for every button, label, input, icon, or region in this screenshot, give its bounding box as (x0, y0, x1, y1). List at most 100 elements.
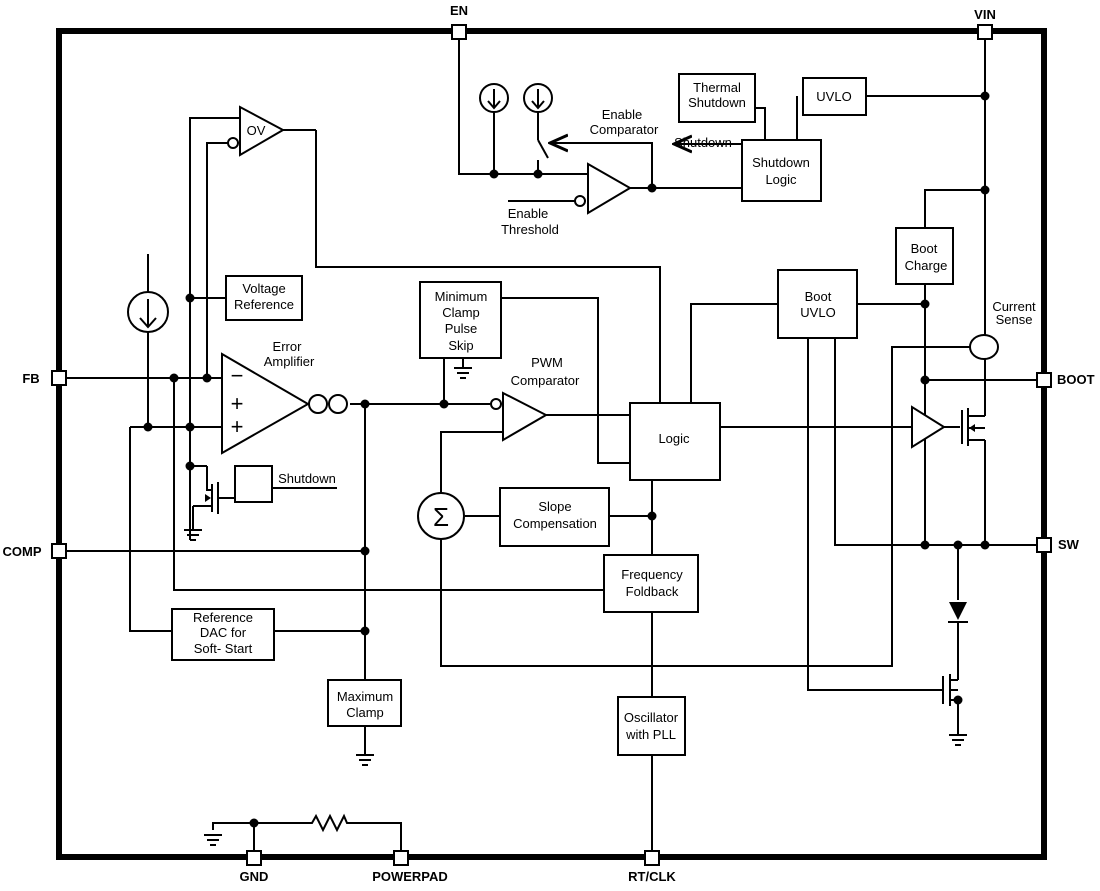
pwm-comparator-label-1: PWM (531, 355, 563, 370)
enable-comparator-symbol (574, 162, 632, 215)
pin-label-comp: COMP (3, 544, 42, 559)
boot-uvlo-label-1: Boot (805, 289, 832, 304)
pin-sw (1036, 537, 1052, 553)
pwm-comparator-symbol (490, 391, 549, 442)
pin-vin (977, 24, 993, 40)
shutdown-logic-label-2: Logic (765, 172, 797, 187)
minimum-clamp-label-4: Skip (448, 338, 473, 353)
current-source-icon (127, 291, 169, 333)
enable-comparator-label-1: Enable (602, 107, 642, 122)
boot-charge-label-1: Boot (911, 241, 938, 256)
frequency-foldback-label-2: Foldback (626, 584, 679, 599)
voltage-reference-label-2: Reference (234, 297, 294, 312)
logic-label: Logic (658, 431, 690, 446)
pin-label-fb: FB (22, 371, 39, 386)
pin-label-rtclk: RT/CLK (628, 869, 676, 884)
summing-junction-symbol (417, 492, 465, 540)
logic-block (629, 402, 721, 481)
pin-label-vin: VIN (974, 7, 996, 22)
boot-uvlo-block (777, 269, 858, 339)
pin-powerpad (393, 850, 409, 866)
gate-driver-symbol (911, 405, 960, 449)
pin-label-powerpad: POWERPAD (372, 869, 448, 884)
pin-comp (51, 543, 67, 559)
ground-icon (184, 529, 202, 541)
current-sense-symbol (969, 334, 999, 360)
reference-dac-label-3: Soft- Start (194, 641, 253, 656)
boot-uvlo-label-2: UVLO (800, 305, 835, 320)
ground-icon (356, 754, 374, 766)
reference-dac-label-2: DAC for (200, 625, 247, 640)
pin-gnd (246, 850, 262, 866)
error-amplifier-symbol (221, 352, 311, 455)
minimum-clamp-label-1: Minimum (435, 289, 488, 304)
enable-threshold-label-1: Enable (508, 206, 548, 221)
pwm-comparator-label-2: Comparator (511, 373, 580, 388)
frequency-foldback-label-1: Frequency (621, 567, 683, 582)
enable-comparator-label-2: Comparator (590, 122, 659, 137)
oscillator-label-2: with PLL (625, 727, 676, 742)
enable-threshold-label-2: Threshold (501, 222, 559, 237)
pin-rtclk (644, 850, 660, 866)
uvlo-block (802, 77, 867, 116)
oscillator-block (617, 696, 686, 756)
ground-icon (949, 734, 967, 746)
ground-icon (204, 834, 222, 846)
resistor-icon (300, 813, 355, 833)
reference-dac-label-1: Reference (193, 610, 253, 625)
high-side-fet-icon (961, 408, 985, 446)
shutdown-logic-label-1: Shutdown (752, 155, 810, 170)
pins (51, 24, 1052, 866)
ov-label: OV (247, 123, 266, 138)
thermal-shutdown-block (678, 73, 756, 123)
diode-icon (948, 602, 968, 623)
voltage-reference-label-1: Voltage (242, 281, 285, 296)
thermal-shutdown-label-1: Thermal (693, 80, 741, 95)
pin-fb (51, 370, 67, 386)
shutdown-output-label: Shutdown (674, 135, 732, 150)
pin-label-en: EN (450, 3, 468, 18)
pin-boot (1036, 372, 1052, 388)
wires (67, 39, 1037, 851)
boot-charge-label-2: Charge (905, 258, 948, 273)
current-source-icon (523, 83, 553, 113)
reference-dac-block (171, 608, 275, 661)
maximum-clamp-label-2: Clamp (346, 705, 384, 720)
voltage-reference-block (225, 275, 303, 321)
ov-comparator-symbol (227, 105, 316, 157)
uvlo-label: UVLO (816, 89, 851, 104)
error-amplifier-label-2: Amplifier (264, 354, 315, 369)
shutdown-logic-block (741, 139, 822, 202)
sigma-label: Σ (433, 502, 449, 532)
shutdown-switch-fet-icon (205, 482, 234, 514)
frequency-foldback-block (603, 554, 699, 613)
pin-label-sw: SW (1058, 537, 1080, 552)
transconductance-symbol (308, 394, 348, 414)
junction-dots (143, 91, 990, 828)
minimum-clamp-label-3: Pulse (445, 321, 478, 336)
current-sense-label-2: Sense (996, 312, 1033, 327)
current-source-icon (479, 83, 509, 113)
thermal-shutdown-label-2: Shutdown (688, 95, 746, 110)
slope-compensation-block (499, 487, 610, 547)
minimum-clamp-block (419, 281, 502, 359)
shutdown-switch-label: Shutdown (278, 471, 336, 486)
pin-en (451, 24, 467, 40)
slope-compensation-label-1: Slope (538, 499, 571, 514)
current-sense-label-1: Current (992, 299, 1036, 314)
maximum-clamp-label-1: Maximum (337, 689, 393, 704)
chip-outline (56, 28, 1047, 860)
low-side-fet-icon (942, 674, 958, 706)
boot-charge-block (895, 227, 954, 285)
maximum-clamp-block (327, 679, 402, 727)
minimum-clamp-label-2: Clamp (442, 305, 480, 320)
shutdown-switch-block (234, 465, 273, 503)
error-amplifier-label-1: Error (273, 339, 303, 354)
oscillator-label-1: Oscillator (624, 710, 679, 725)
pin-label-boot: BOOT (1057, 372, 1095, 387)
pin-label-gnd: GND (240, 869, 269, 884)
amp-minus-sign: − (231, 363, 244, 388)
amp-plus-sign-2: + (231, 414, 244, 439)
